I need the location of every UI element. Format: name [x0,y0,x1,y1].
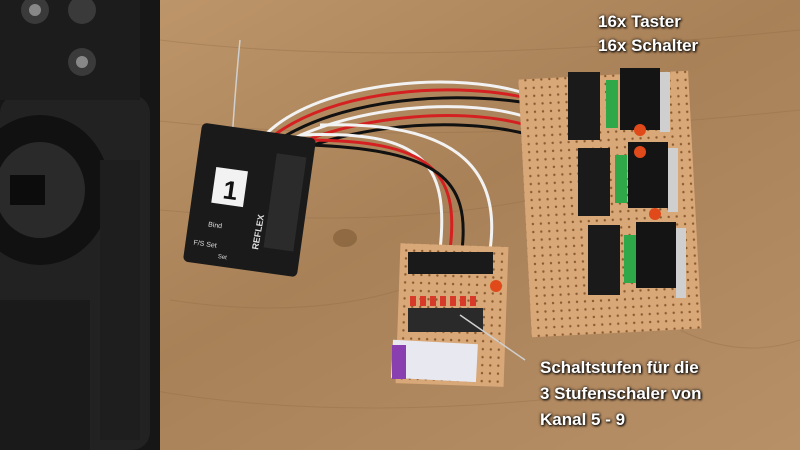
receiver-set-label: Set [217,254,227,261]
receiver: 1 REFLEX Bind F/S Set Set [183,123,316,277]
caption-inputs: 16x Taster 16x Schalter [598,10,698,58]
orange-leds [634,124,661,220]
caption-bottom-line-1: Schaltstufen für die [540,358,699,377]
switch-arrays [620,68,676,288]
rc-transmitter [0,0,160,450]
caption-top-line-2: 16x Schalter [598,36,699,55]
wood-knot [333,229,357,247]
small-perfboard [391,243,526,387]
receiver-bind-label: Bind [208,221,223,230]
receiver-number: 1 [221,174,240,206]
caption-top-line-1: 16x Taster [598,12,681,31]
large-perfboard [518,68,702,338]
heatsinks [660,72,686,298]
green-components [606,80,636,283]
ic-chips [568,72,620,295]
caption-switch-stages: Schaltstufen für die 3 Stufenschaler von… [540,355,702,433]
caption-bottom-line-3: Kanal 5 - 9 [540,410,626,429]
caption-bottom-line-2: 3 Stufenschaler von [540,384,702,403]
red-led-row [410,296,476,306]
receiver-fs-label: F/S Set [193,240,217,250]
